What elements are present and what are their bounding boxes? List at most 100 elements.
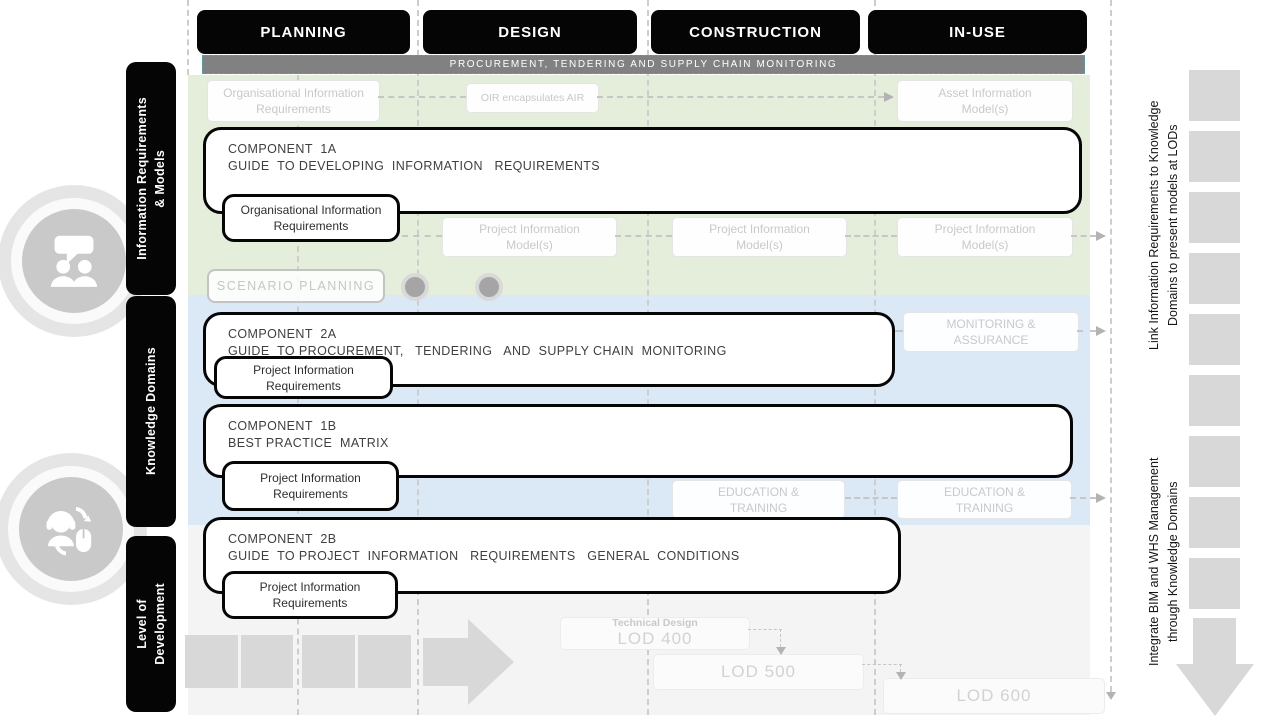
component-title: COMPONENT 2B bbox=[228, 532, 337, 546]
rail-label: Knowledge Domains bbox=[144, 347, 158, 476]
component-subtitle: GUIDE TO DEVELOPING INFORMATION REQUIREM… bbox=[228, 159, 601, 173]
phase-construction: CONSTRUCTION bbox=[651, 10, 860, 54]
box-scenario-planning: SCENARIO PLANNING bbox=[207, 269, 385, 303]
box-oir-encapsulates-air: OIR encapsulates AIR bbox=[466, 83, 599, 113]
flow-connector bbox=[748, 629, 782, 630]
right-arrow-icon bbox=[468, 619, 514, 705]
phase-label: DESIGN bbox=[498, 23, 562, 41]
rail-information-requirements-models: Information Requirements & Models bbox=[126, 62, 176, 295]
rail-label: Information Requirements bbox=[135, 97, 149, 260]
tag-label: Requirements bbox=[273, 487, 348, 501]
rail-level-of-development: Level of Development bbox=[126, 536, 176, 712]
support-headset-mouse-icon bbox=[46, 506, 92, 556]
timeline-arrow-body bbox=[423, 638, 468, 686]
box-label: EDUCATION & bbox=[943, 484, 1026, 499]
box-project-information-models: Project Information Model(s) bbox=[442, 217, 617, 257]
rail-square bbox=[1189, 558, 1240, 609]
right-arrowhead-icon bbox=[1096, 231, 1106, 241]
milestone-dot bbox=[475, 273, 503, 301]
rail-knowledge-domains: Knowledge Domains bbox=[126, 296, 176, 527]
tag-label: Project Information bbox=[253, 362, 354, 377]
tag-label: Requirements bbox=[266, 378, 341, 393]
box-label: TRAINING bbox=[729, 500, 788, 515]
rail-square bbox=[1189, 436, 1240, 487]
procurement-bar-label: PROCUREMENT, TENDERING AND SUPPLY CHAIN … bbox=[449, 59, 838, 70]
rail-arrow-body bbox=[1193, 618, 1236, 664]
flow-connector bbox=[378, 96, 466, 98]
phase-label: CONSTRUCTION bbox=[689, 23, 822, 41]
rail-square bbox=[1189, 497, 1240, 548]
component-title: COMPONENT 2A bbox=[228, 327, 337, 341]
right-arrowhead-icon bbox=[1096, 493, 1106, 503]
component-1a: COMPONENT 1A GUIDE TO DEVELOPING INFORMA… bbox=[203, 127, 1082, 214]
box-label: EDUCATION & bbox=[717, 484, 800, 499]
lod-label: LOD 400 bbox=[617, 629, 693, 648]
tag-label: Project Information bbox=[259, 580, 361, 594]
down-arrowhead-icon bbox=[1106, 692, 1116, 700]
rail-square bbox=[1189, 192, 1240, 243]
box-label: MONITORING & bbox=[946, 317, 1036, 331]
box-label: Project Information bbox=[709, 222, 810, 236]
rail-square bbox=[1189, 375, 1240, 426]
box-organisational-information-requirements: Organisational Information Requirements bbox=[207, 80, 380, 122]
rail-square bbox=[1189, 131, 1240, 182]
down-arrowhead-icon bbox=[896, 672, 906, 680]
flow-connector bbox=[895, 330, 903, 332]
box-monitoring-assurance: MONITORING & ASSURANCE bbox=[903, 312, 1079, 352]
phase-planning: PLANNING bbox=[197, 10, 410, 54]
phase-design: DESIGN bbox=[423, 10, 637, 54]
tag-label: Project Information bbox=[260, 471, 361, 485]
flow-connector bbox=[845, 497, 897, 499]
phase-label: IN-USE bbox=[949, 23, 1006, 41]
tag-project-information-requirements: Project Information Requirements bbox=[222, 571, 398, 619]
flow-connector bbox=[1077, 330, 1096, 332]
rail-square bbox=[1189, 70, 1240, 121]
box-label: ASSURANCE bbox=[953, 333, 1029, 347]
annotation-line: Integrate BIM and WHS Management bbox=[1147, 457, 1161, 667]
box-label: Project Information bbox=[934, 222, 1036, 236]
lod-label: LOD 600 bbox=[956, 686, 1032, 705]
flow-connector bbox=[1071, 235, 1096, 237]
rail-square bbox=[1189, 253, 1240, 304]
phase-in-use: IN-USE bbox=[868, 10, 1087, 54]
annotation-integrate-bim-whs: Integrate BIM and WHS Management through… bbox=[1142, 412, 1186, 712]
lod-label: LOD 500 bbox=[720, 662, 797, 681]
box-education-training: EDUCATION & TRAINING bbox=[897, 480, 1072, 519]
flow-connector bbox=[780, 629, 781, 647]
component-subtitle: GUIDE TO PROJECT INFORMATION REQUIREMENT… bbox=[228, 549, 740, 563]
circle-badge bbox=[0, 185, 150, 337]
tag-project-information-requirements: Project Information Requirements bbox=[214, 356, 393, 399]
tag-organisational-information-requirements: Organisational Information Requirements bbox=[222, 194, 400, 242]
right-arrowhead-icon bbox=[884, 92, 894, 102]
flow-connector bbox=[862, 664, 902, 665]
flow-connector bbox=[845, 235, 897, 237]
rail-label: & Models bbox=[153, 149, 167, 208]
box-project-information-models: Project Information Model(s) bbox=[672, 217, 847, 257]
box-lod-500: LOD 500 bbox=[653, 654, 864, 690]
flow-connector bbox=[615, 235, 672, 237]
component-subtitle: GUIDE TO PROCUREMENT, TENDERING AND SUPP… bbox=[228, 344, 727, 358]
timeline-square bbox=[302, 635, 355, 688]
grid-line bbox=[187, 0, 189, 75]
circle-badge bbox=[0, 453, 147, 605]
down-arrow-icon bbox=[1176, 664, 1254, 716]
box-label: Model(s) bbox=[961, 238, 1009, 252]
flow-connector bbox=[402, 235, 442, 237]
component-subtitle: BEST PRACTICE MATRIX bbox=[228, 436, 389, 450]
circle-inner bbox=[19, 477, 123, 581]
down-arrowhead-icon bbox=[776, 647, 786, 655]
flow-connector bbox=[900, 664, 901, 672]
grid-line-right bbox=[1110, 0, 1112, 692]
rail-label: Level of bbox=[135, 599, 149, 649]
discussion-people-icon bbox=[50, 235, 98, 287]
rail-label: Development bbox=[153, 583, 167, 665]
box-label: Model(s) bbox=[736, 238, 783, 252]
box-label: Asset Information bbox=[938, 86, 1032, 100]
box-label: SCENARIO PLANNING bbox=[216, 279, 376, 293]
flow-connector bbox=[1070, 497, 1096, 499]
component-title: COMPONENT 1B bbox=[228, 419, 337, 433]
box-asset-information-models: Asset Information Model(s) bbox=[897, 80, 1073, 122]
tag-label: Requirements bbox=[272, 596, 348, 610]
milestone-dot bbox=[401, 273, 429, 301]
box-education-training: EDUCATION & TRAINING bbox=[672, 480, 845, 519]
